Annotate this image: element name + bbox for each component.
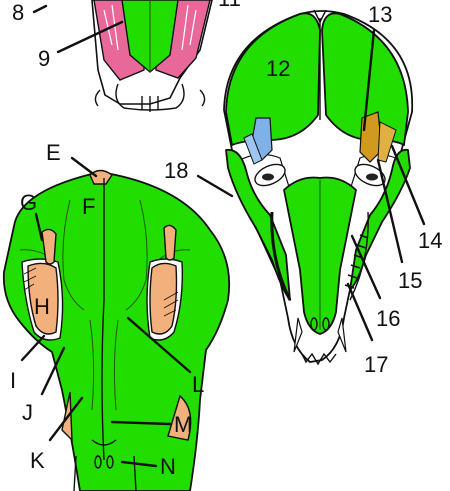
label-8: 8	[12, 0, 24, 25]
label-13: 13	[368, 2, 392, 27]
label-I: I	[10, 368, 16, 393]
label-14: 14	[418, 228, 442, 253]
label-18: 18	[164, 158, 188, 183]
label-15: 15	[398, 268, 422, 293]
label-16: 16	[376, 306, 400, 331]
label-M: M	[174, 412, 192, 437]
tissue-right-orbit	[150, 263, 177, 334]
label-H: H	[34, 294, 50, 319]
label-J: J	[22, 400, 33, 425]
label-17: 17	[364, 352, 388, 377]
label-E: E	[46, 140, 61, 165]
label-G: G	[20, 190, 37, 215]
label-11: 11	[218, 0, 241, 11]
label-K: K	[30, 448, 45, 473]
tissue-right-zyg	[164, 225, 176, 260]
label-F: F	[82, 194, 95, 219]
label-12: 12	[266, 56, 290, 81]
label-L: L	[192, 372, 204, 397]
top-skull-fragment	[92, 0, 212, 112]
label-N: N	[160, 454, 176, 479]
label-9: 9	[38, 46, 50, 71]
